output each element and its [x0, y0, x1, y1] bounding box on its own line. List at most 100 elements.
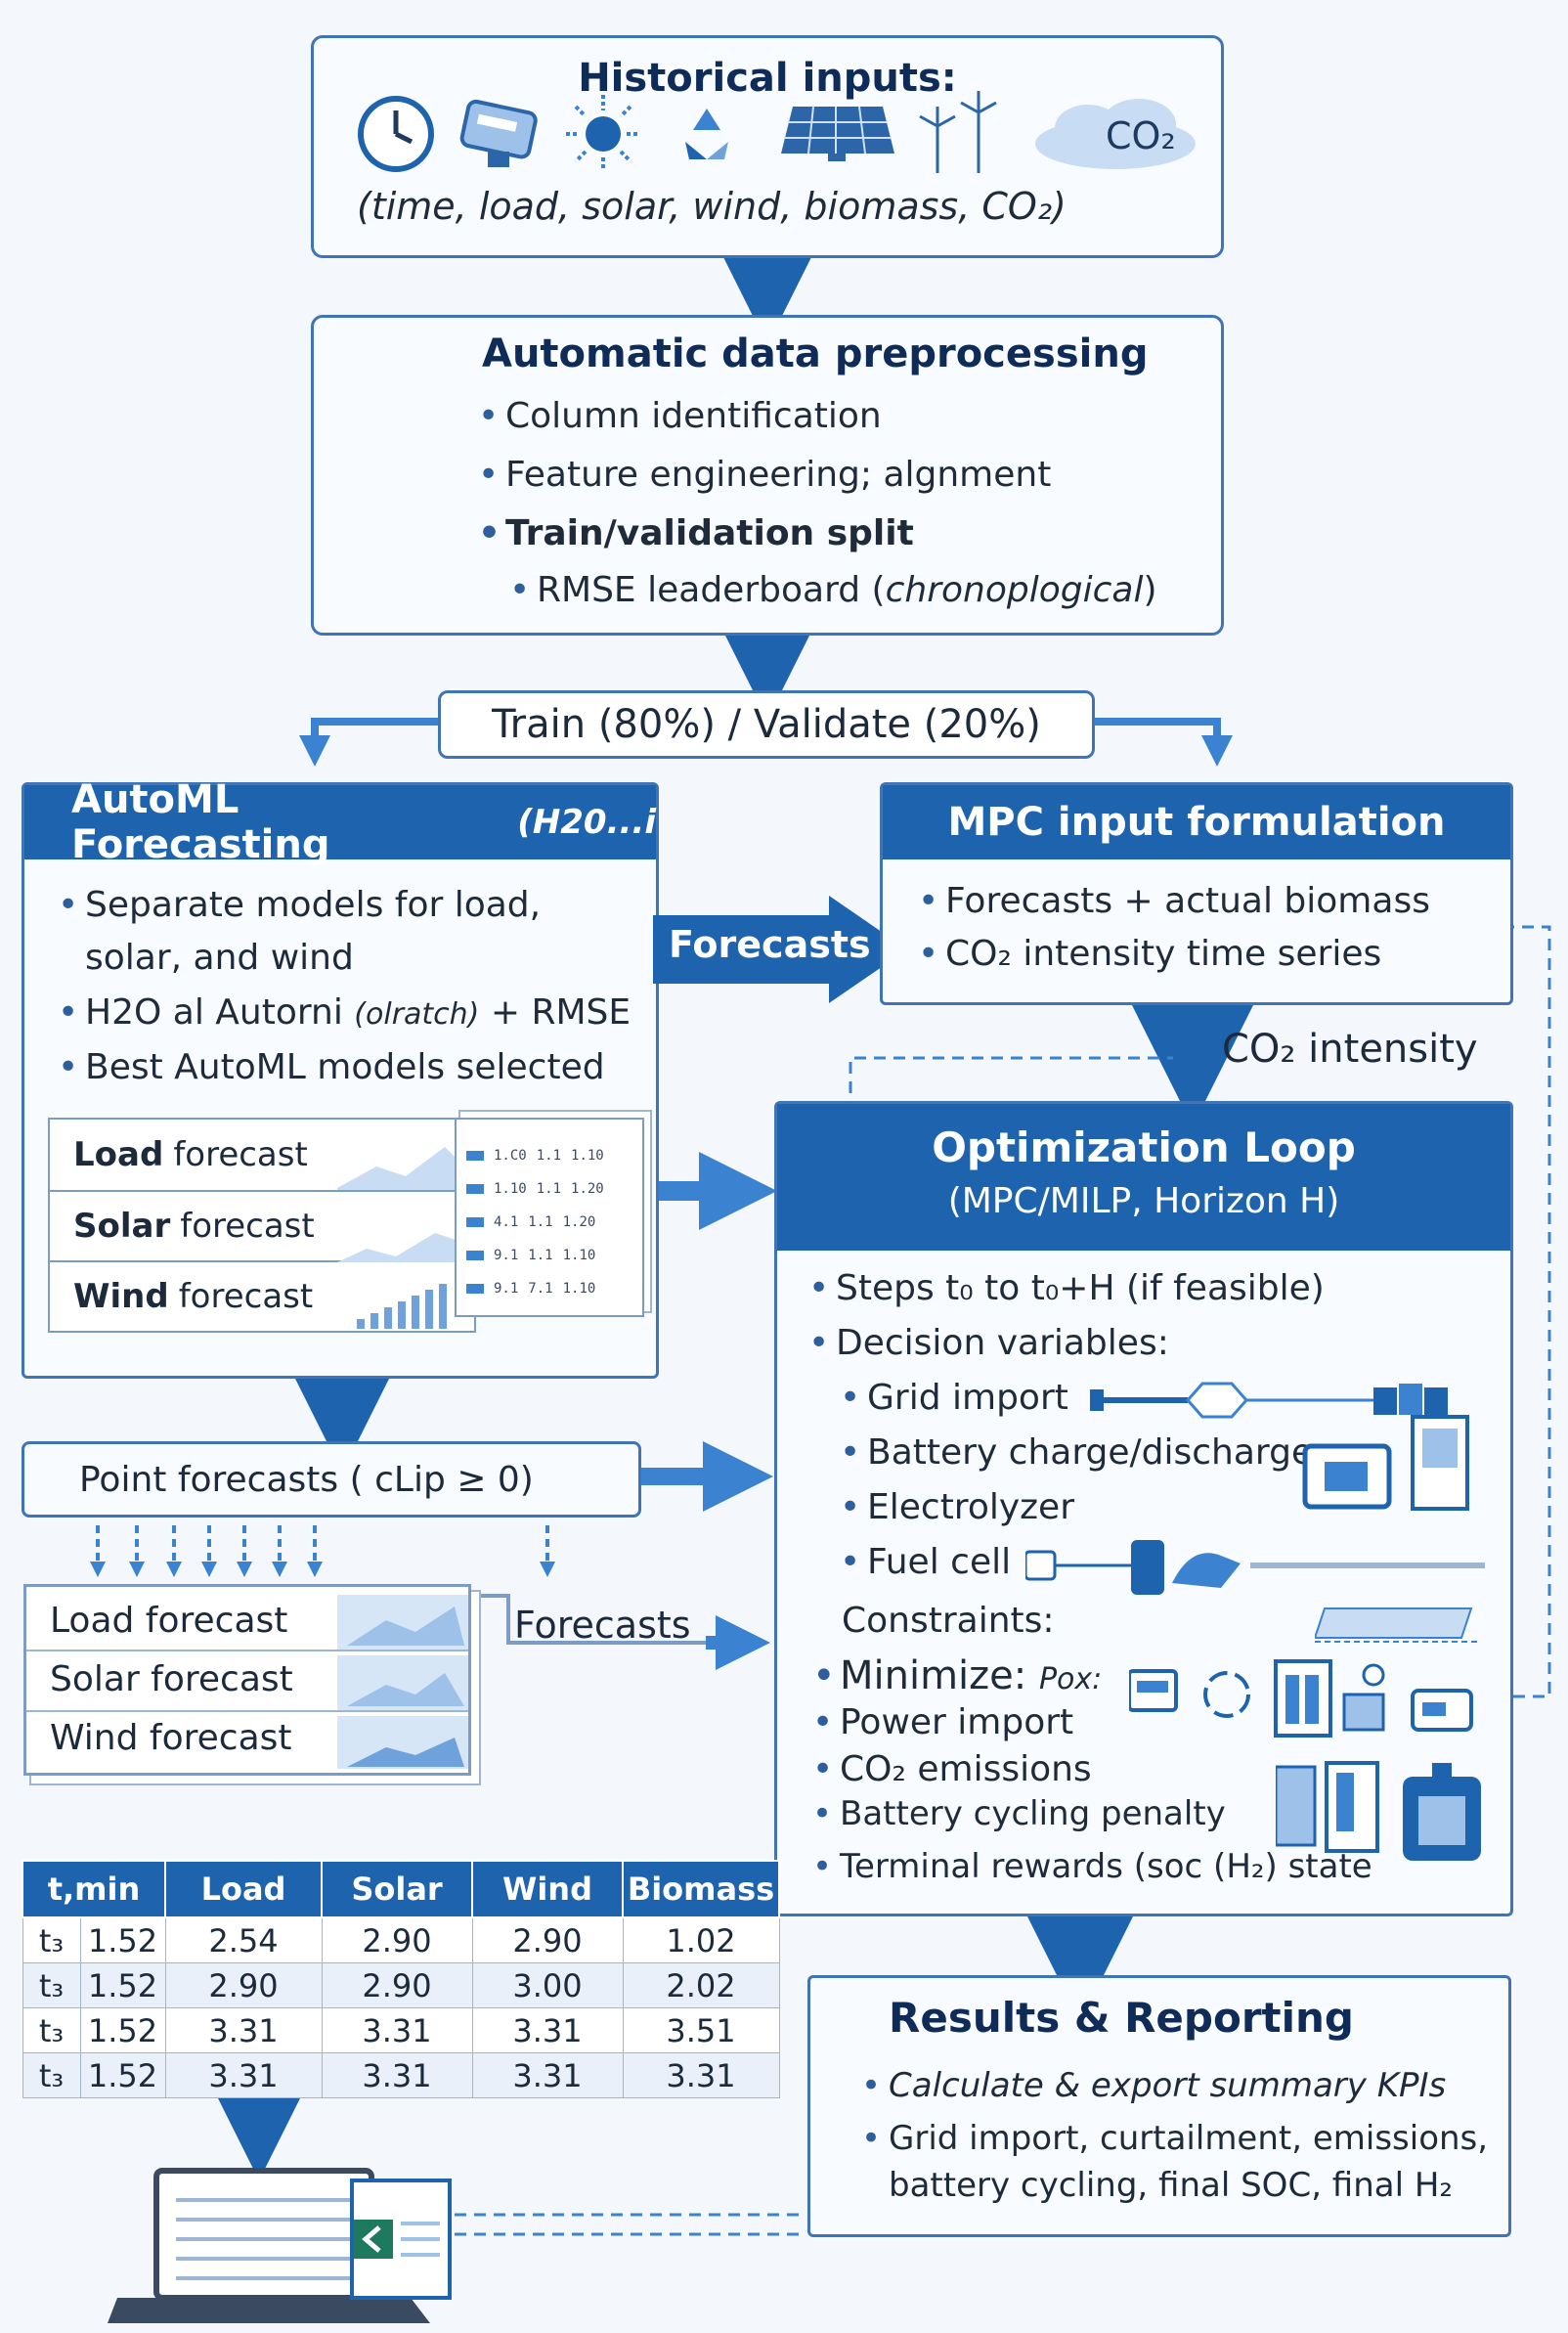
opt-minimize-label: Minimize: [840, 1653, 1027, 1698]
opt-decision-label: Decision variables: [808, 1323, 1169, 1363]
fuel-cell-diagram-icon [1025, 1540, 1485, 1595]
automl-header: AutoML Forecasting (H20...i [24, 777, 656, 867]
col-header-time: t,min [22, 1860, 166, 1918]
arrow-split-to-automl [299, 718, 438, 767]
col-header-wind: Wind [471, 1860, 624, 1918]
divider [26, 1650, 468, 1651]
solar-panel-icon [781, 106, 894, 161]
opt-objective-co2: CO₂ emissions [812, 1749, 1092, 1789]
optimization-header: Optimization Loop (MPC/MILP, Horizon H) [777, 1104, 1510, 1251]
battery-device-icon [1302, 1415, 1469, 1511]
col-header-solar: Solar [321, 1860, 473, 1918]
prep-item-column-identification: Column identification [478, 396, 882, 436]
rmse-suffix: ) [1143, 570, 1157, 610]
results-item-metrics: Grid import, curtailment, emissions, [861, 2119, 1488, 2158]
optimization-loop-box: Optimization Loop (MPC/MILP, Horizon H) … [774, 1101, 1513, 1916]
optimization-subtitle: (MPC/MILP, Horizon H) [947, 1181, 1340, 1221]
train-validate-split-label: Train (80%) / Validate (20%) [492, 702, 1041, 747]
automl-forecasting-box: AutoML Forecasting (H20...i Separate mod… [22, 777, 659, 1379]
opt-constraints-label: Constraints: [842, 1601, 1055, 1641]
opt-objective-terminal-rewards: Terminal rewards (soc (H₂) state [812, 1847, 1372, 1886]
grid-import-diagram-icon [1090, 1382, 1448, 1419]
automl-title-suffix: (H20...i [517, 803, 656, 842]
opt-objective-power-import: Power import [812, 1702, 1073, 1742]
dashed-feedback-top [849, 1056, 1173, 1093]
lower-wind-forecast: Wind forecast [50, 1718, 292, 1758]
table-row: t₃ 1.52 3.31 3.31 3.31 3.51 [22, 2007, 780, 2053]
preprocessing-box: Automatic data preprocessing Column iden… [311, 315, 1224, 636]
automl-h2o-rmse: + RMSE [490, 992, 632, 1033]
point-forecasts-box: Point forecasts ( cLip ≥ 0) [22, 1441, 641, 1518]
historical-inputs-subtitle: (time, load, solar, wind, biomass, CO₂) [357, 185, 1067, 228]
preprocessing-title: Automatic data preprocessing [482, 331, 1149, 376]
mpc-item-forecasts: Forecasts + actual biomass [918, 881, 1430, 921]
table-row: t₃ 1.52 3.31 3.31 3.31 3.31 [22, 2052, 780, 2098]
biomass-recycle-icon [685, 109, 728, 159]
opt-minimize-extra: Pox: [1038, 1662, 1103, 1696]
co2-cloud-icon [1035, 99, 1196, 169]
automl-item-separate-models: Separate models for load, [58, 885, 541, 925]
results-title: Results & Reporting [889, 1994, 1354, 2042]
opt-decision-electrolyzer: Electrolyzer [840, 1487, 1074, 1527]
col-header-load: Load [164, 1860, 323, 1918]
table-row: t₃ 1.52 2.54 2.90 2.90 1.02 [22, 1916, 780, 1963]
rmse-prefix: RMSE leaderboard ( [537, 570, 886, 610]
minimize-icons [1129, 1659, 1473, 1738]
mpc-item-co2: CO₂ intensity time series [918, 934, 1381, 974]
opt-decision-fuel-cell: Fuel cell [840, 1542, 1011, 1582]
opt-steps: Steps t₀ to t₀+H (if feasible) [808, 1268, 1325, 1308]
forecasts-big-arrow [653, 896, 907, 1003]
storage-icons [1276, 1761, 1481, 1861]
automl-item-best-models: Best AutoML models selected [58, 1047, 605, 1087]
prep-subitem-rmse-leaderboard: RMSE leaderboard (chronoplogical) [509, 570, 1157, 610]
data-table: t,min Load Solar Wind Biomass t₃ 1.52 2.… [22, 1860, 780, 2098]
opt-objective-battery-cycling: Battery cycling penalty [812, 1794, 1226, 1833]
lower-forecast-stack: Load forecast Solar forecast Wind foreca… [23, 1584, 471, 1776]
automl-item-h2o: H2O al Autorni (olratch) + RMSE [58, 992, 632, 1033]
results-item-metrics-cont: battery cycling, final SOC, final H₂ [889, 2166, 1454, 2205]
table-row: t₃ 1.52 2.90 2.90 3.00 2.02 [22, 1962, 780, 2008]
mpc-title: MPC input formulation [947, 800, 1446, 845]
sun-icon [566, 95, 640, 171]
automl-title: AutoML Forecasting [71, 777, 330, 867]
arrow-split-to-mpc [1095, 718, 1233, 767]
laptop-export-icon [108, 2168, 452, 2323]
lower-load-forecast: Load forecast [50, 1601, 288, 1641]
automl-item-separate-models-cont: solar, and wind [85, 938, 354, 978]
arrow-lower-to-opt [471, 1594, 719, 1645]
solar-array-icon [1315, 1607, 1481, 1643]
clock-icon [358, 96, 434, 172]
automl-h2o-text: H2O al Autorni [85, 992, 343, 1033]
dashed-down-arrows [90, 1525, 555, 1577]
load-meter-icon [459, 99, 538, 167]
prep-item-feature-engineering: Feature engineering; algnment [478, 455, 1051, 495]
results-item-kpis: Calculate & export summary KPIs [861, 2066, 1446, 2105]
mpc-input-box: MPC input formulation Forecasts + actual… [880, 782, 1513, 1005]
lower-solar-forecast: Solar forecast [50, 1659, 293, 1699]
prep-item-train-validation-split: Train/validation split [478, 513, 914, 553]
divider [26, 1710, 468, 1712]
lower-forecasts-label: Forecasts [514, 1604, 691, 1647]
opt-decision-battery: Battery charge/discharge [840, 1432, 1313, 1473]
historical-inputs-box: Historical inputs: [311, 35, 1224, 258]
col-header-biomass: Biomass [622, 1860, 780, 1918]
opt-minimize: Minimize: Pox: [812, 1653, 1103, 1698]
results-reporting-box: Results & Reporting Calculate & export s… [807, 1975, 1511, 2237]
rmse-italic: chronoplogical [885, 570, 1144, 610]
historical-inputs-title: Historical inputs: [578, 56, 957, 101]
automl-h2o-italic: (olratch) [354, 997, 480, 1032]
optimization-title: Optimization Loop [932, 1123, 1356, 1171]
forecast-chart-thumbnails [337, 1147, 464, 1329]
point-forecasts-label: Point forecasts ( cLip ≥ 0) [79, 1459, 534, 1500]
co2-cloud-label: CO₂ [1106, 114, 1176, 157]
lower-forecast-thumbnails [337, 1595, 468, 1769]
